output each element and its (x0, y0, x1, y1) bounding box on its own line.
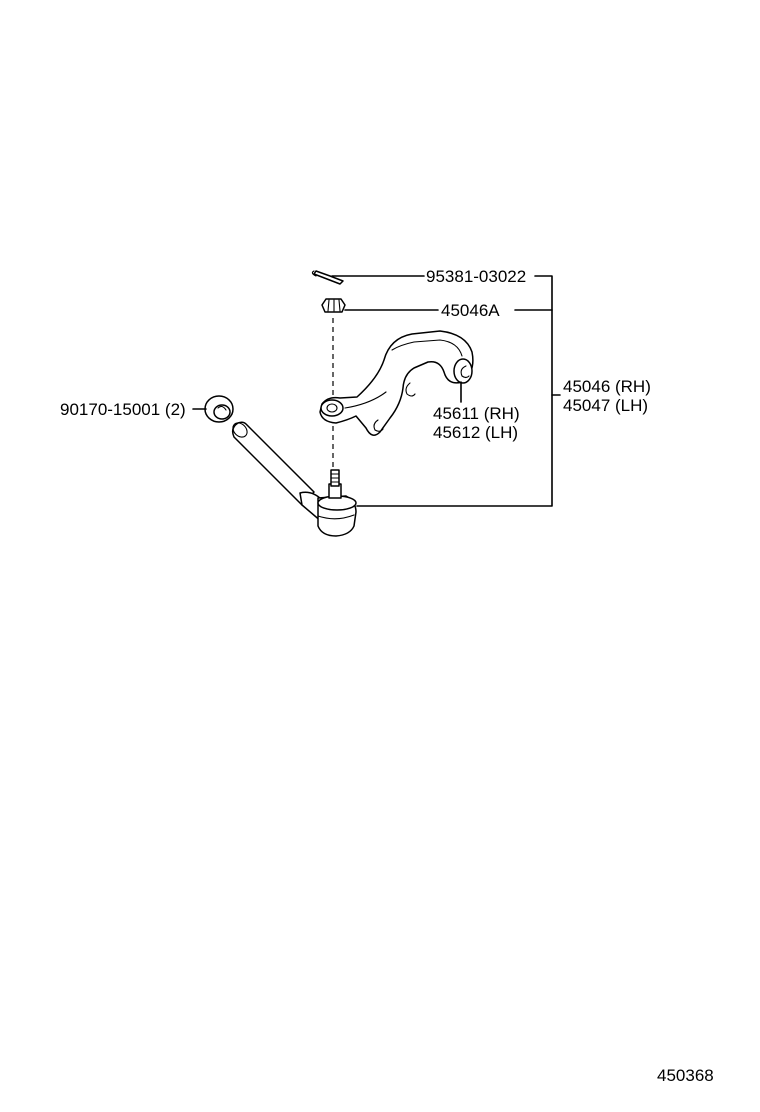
label-clamp: 90170-15001 (2) (60, 400, 186, 419)
castle-nut (321, 298, 346, 313)
clamp (204, 395, 234, 423)
label-assembly-lh: 45047 (LH) (563, 396, 648, 415)
figure-number: 450368 (657, 1066, 714, 1085)
cotter-pin (311, 270, 344, 285)
tie-rod-end (231, 421, 357, 537)
leader-lines (192, 275, 561, 507)
label-arm-lh: 45612 (LH) (433, 423, 518, 442)
label-nut: 45046A (441, 301, 500, 320)
knuckle-arm (319, 330, 474, 436)
part-labels: 95381-03022 45046A 45046 (RH) 45047 (LH)… (60, 267, 651, 442)
label-assembly-rh: 45046 (RH) (563, 377, 651, 396)
label-cotter-pin: 95381-03022 (426, 267, 526, 286)
label-arm-rh: 45611 (RH) (433, 404, 520, 423)
